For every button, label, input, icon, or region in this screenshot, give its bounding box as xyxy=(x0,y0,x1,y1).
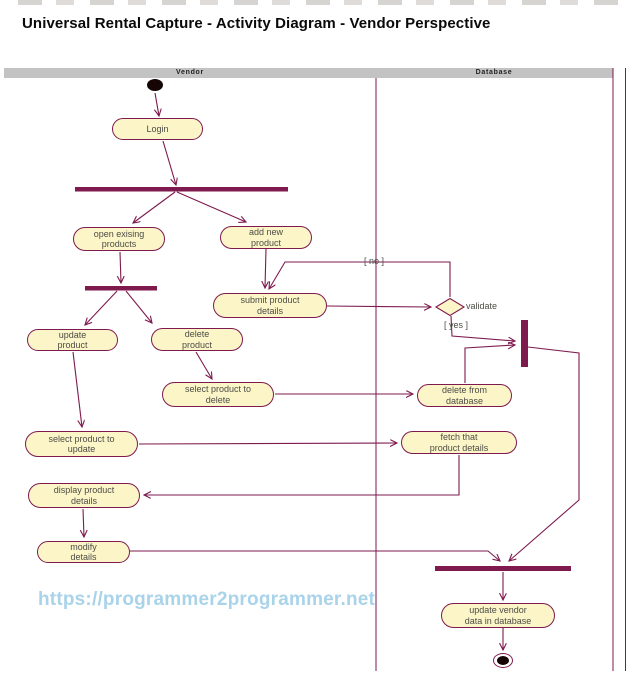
edge-delete-db-to-join xyxy=(464,345,515,383)
initial-node xyxy=(147,79,163,91)
decision-validate-label: validate xyxy=(466,301,498,311)
action-modify-details: modify details xyxy=(37,541,130,563)
lane-label-vendor: Vendor xyxy=(176,69,204,76)
cropped-text-strip xyxy=(18,0,618,5)
action-submit-product-details: submit product details xyxy=(213,293,327,318)
action-add-new-product: add new product xyxy=(220,226,312,249)
edge-submit-to-validate xyxy=(326,306,431,307)
edge-delete-product-to-select-delete xyxy=(195,351,212,379)
action-display-product-details: display product details xyxy=(28,483,140,508)
action-select-product-to-update: select product to update xyxy=(25,431,138,457)
edge-modify-to-join-h xyxy=(130,550,500,561)
action-select-product-to-delete: select product to delete xyxy=(162,382,274,407)
action-update-vendor-data: update vendor data in database xyxy=(441,603,555,628)
guard-yes-label: [ yes ] xyxy=(444,320,469,330)
edge-fork1-to-open-existing xyxy=(133,191,176,223)
guard-no-label: [ no ] xyxy=(364,256,385,266)
edge-login-to-fork1 xyxy=(162,140,176,185)
action-fetch-product-details: fetch that product details xyxy=(401,431,517,454)
fork-bar-2 xyxy=(85,286,157,291)
edge-open-existing-to-fork2 xyxy=(120,251,121,283)
edge-fork2-to-delete-product xyxy=(125,290,152,323)
edge-update-product-to-select-update xyxy=(72,351,82,427)
action-open-existing-products: open exising products xyxy=(73,227,165,251)
swimlane-frame xyxy=(375,68,626,671)
final-node xyxy=(493,653,513,668)
edge-display-to-modify xyxy=(83,508,84,537)
edge-validate-yes-to-join xyxy=(450,315,515,341)
edge-fetch-to-display xyxy=(144,455,460,495)
join-bar-vertical xyxy=(521,320,528,367)
fork-bar-1 xyxy=(75,187,288,192)
edge-fork2-to-update-product xyxy=(85,290,118,325)
decision-validate-diamond xyxy=(434,297,466,317)
edge-join-to-join-h xyxy=(509,346,580,561)
watermark-url: https://programmer2programmer.net xyxy=(38,589,376,610)
edge-select-update-to-fetch xyxy=(138,443,397,444)
action-login: Login xyxy=(112,118,203,140)
page-title: Universal Rental Capture - Activity Diag… xyxy=(22,15,491,32)
action-delete-product: delete product xyxy=(151,328,243,351)
action-update-product: update product xyxy=(27,329,118,351)
edge-start-to-login xyxy=(155,92,159,116)
edge-validate-no-loop xyxy=(269,261,451,297)
lane-label-database: Database xyxy=(475,69,513,76)
final-node-core xyxy=(497,656,509,665)
swimlane-header-bar: Vendor Database xyxy=(4,68,613,78)
edge-add-new-to-submit xyxy=(265,248,266,288)
join-bar-horizontal xyxy=(435,566,571,571)
action-delete-from-database: delete from database xyxy=(417,384,512,407)
edge-fork1-to-add-new xyxy=(176,191,246,222)
